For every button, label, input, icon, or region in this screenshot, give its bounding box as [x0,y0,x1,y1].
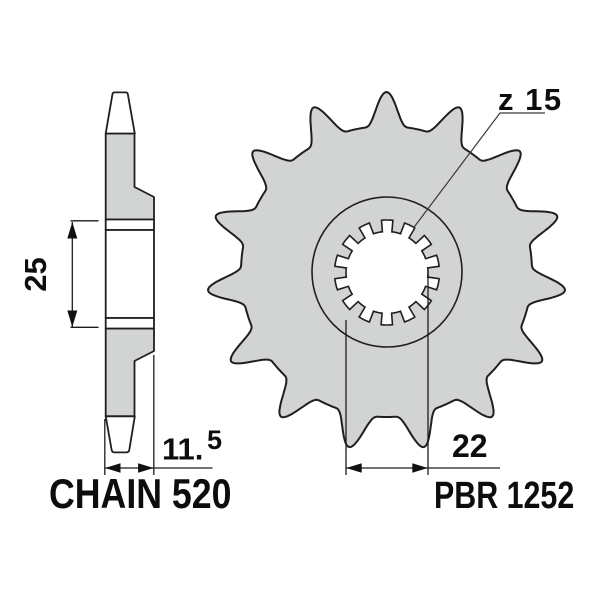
side-view-groove-top [104,218,155,231]
arrowhead-right [412,463,428,473]
hub-length-label: 25 [18,257,53,291]
hub-circle [311,196,463,348]
side-view-groove-bottom [104,317,155,330]
teeth-count-label: z 15 [498,82,563,117]
arrowhead-right [138,463,154,473]
bore-diameter-label: 22 [452,428,488,464]
chain-size-caption: CHAIN 520 [49,471,231,517]
dimension-bore: 22 [345,275,500,475]
side-view-tooth-bottom [104,415,136,454]
spline-bore [334,219,440,326]
side-view-hub [104,229,155,319]
width-label-main: 11. [162,432,203,467]
front-view [207,91,566,449]
arrowhead-down [67,310,78,327]
arrowhead-up [67,222,78,239]
leader-line [413,112,545,228]
dimension-hub-length: 25 [18,220,99,328]
dimension-width: 11. 5 [104,355,222,475]
side-view-plate-bottom [104,327,155,418]
teeth-callout: z 15 [413,82,563,228]
side-view-plate-top [104,132,155,221]
arrowhead-left [105,463,121,473]
side-view-tooth-top [104,91,136,135]
width-label-superscript: 5 [207,425,222,455]
part-number-caption: PBR 1252 [434,475,574,517]
arrowhead-left [346,463,362,473]
captions: CHAIN 520 PBR 1252 [49,471,574,517]
side-view [104,91,155,454]
